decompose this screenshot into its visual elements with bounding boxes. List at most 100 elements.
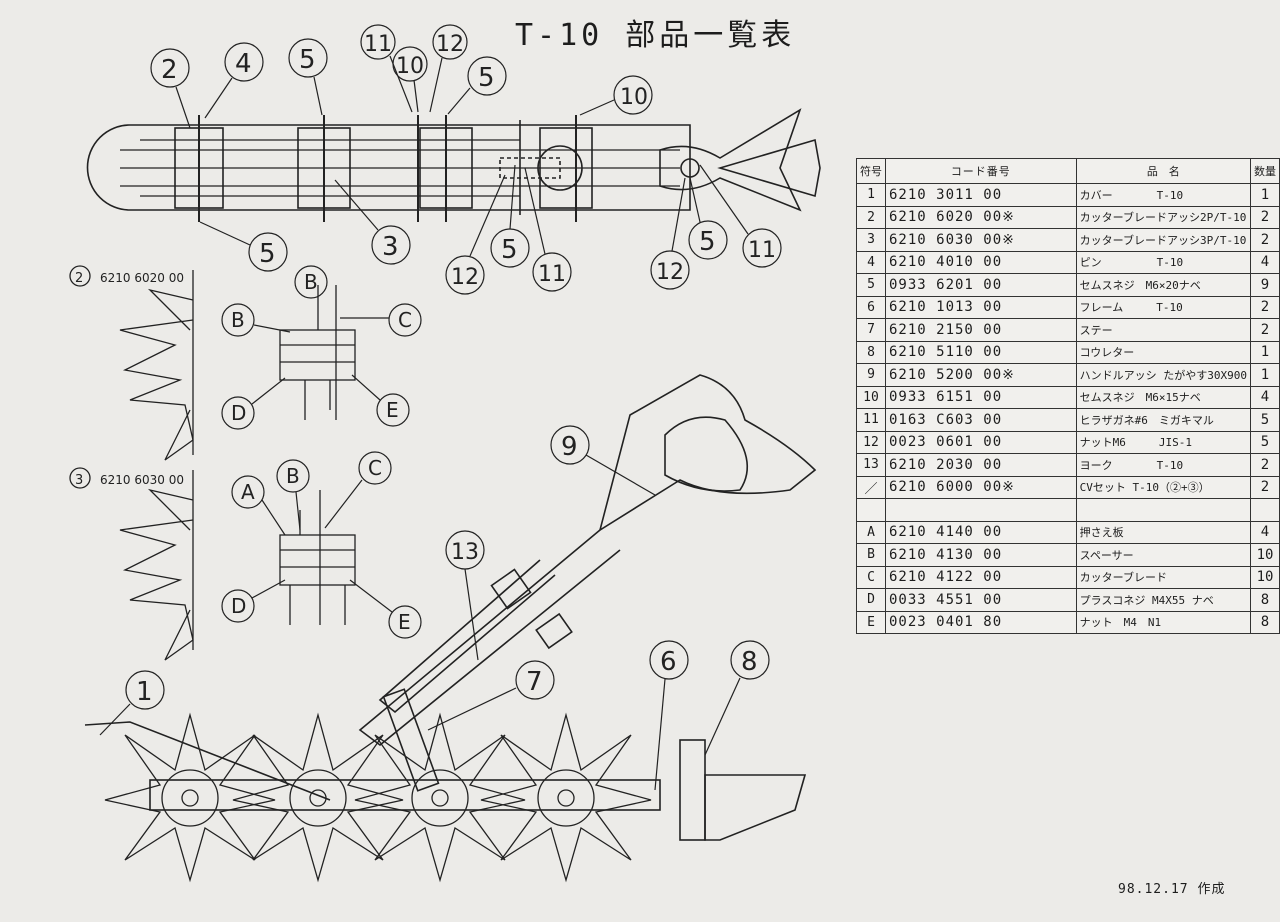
cell-name: CVセット T-10（②+③） bbox=[1075, 475, 1252, 499]
cell-mark: B bbox=[856, 543, 886, 567]
callout-1: 1 bbox=[136, 677, 153, 707]
cell-code: 6210 4130 00 bbox=[885, 543, 1077, 567]
svg-text:A: A bbox=[241, 480, 255, 504]
cell-code: 0033 4551 00 bbox=[885, 588, 1077, 612]
cell-code: 6210 2150 00 bbox=[885, 318, 1077, 342]
cell-qty: 2 bbox=[1250, 318, 1280, 342]
svg-text:B: B bbox=[231, 308, 245, 332]
callout-5c: 5 bbox=[259, 239, 276, 269]
callout-4: 4 bbox=[235, 49, 252, 79]
table-row-blank bbox=[856, 498, 1280, 522]
side-view-wheels bbox=[104, 712, 652, 883]
detail-assembly-2: 2 6210 6020 00 bbox=[69, 265, 356, 461]
cell-code: 6210 3011 00 bbox=[885, 183, 1077, 207]
cell-code: 6210 6000 00※ bbox=[885, 475, 1077, 499]
star-wheel-4 bbox=[480, 712, 652, 883]
cell-qty: 2 bbox=[1250, 228, 1280, 252]
cell-name: カバー T-10 bbox=[1075, 183, 1252, 207]
cell-name: スペーサー bbox=[1075, 543, 1252, 567]
callout-10a: 10 bbox=[396, 54, 424, 79]
cell-mark: 8 bbox=[856, 340, 886, 364]
svg-text:B: B bbox=[286, 464, 300, 488]
header-code: コード番号 bbox=[885, 158, 1077, 184]
callout-10b: 10 bbox=[620, 85, 648, 110]
callout-2: 2 bbox=[161, 55, 178, 85]
cell-name: カッターブレード bbox=[1075, 565, 1252, 589]
cell-mark: 5 bbox=[856, 273, 886, 297]
cell-name: フレーム T-10 bbox=[1075, 295, 1252, 319]
cell-mark: 6 bbox=[856, 295, 886, 319]
cell-qty: 4 bbox=[1250, 385, 1280, 409]
svg-text:D: D bbox=[231, 594, 246, 618]
cell-mark: 4 bbox=[856, 250, 886, 274]
cell-code: 6210 5110 00 bbox=[885, 340, 1077, 364]
callout-12b: 12 bbox=[451, 265, 479, 290]
cell-name: セムスネジ M6×20ナベ bbox=[1075, 273, 1252, 297]
cell-name: ヨーク T-10 bbox=[1075, 453, 1252, 477]
cell-qty: 10 bbox=[1250, 565, 1280, 589]
star-wheel-1 bbox=[104, 712, 276, 883]
svg-text:E: E bbox=[398, 610, 411, 634]
cell-qty: 4 bbox=[1250, 520, 1280, 544]
callout-8: 8 bbox=[741, 647, 758, 677]
cell-code: 6210 4010 00 bbox=[885, 250, 1077, 274]
callout-11a: 11 bbox=[364, 32, 392, 57]
cell-qty: 1 bbox=[1250, 183, 1280, 207]
cell-code: 6210 4140 00 bbox=[885, 520, 1077, 544]
cell-mark: ／ bbox=[856, 475, 886, 499]
cell-mark: E bbox=[856, 610, 886, 634]
cell-mark: 11 bbox=[856, 408, 886, 432]
cell-mark: C bbox=[856, 565, 886, 589]
cell-name: カッターブレードアッシ2P/T-10 bbox=[1075, 205, 1252, 229]
cell-name: ステー bbox=[1075, 318, 1252, 342]
cell-code: 6210 4122 00 bbox=[885, 565, 1077, 589]
cell-qty: 2 bbox=[1250, 295, 1280, 319]
callout-12a: 12 bbox=[436, 32, 464, 57]
cell-mark: 1 bbox=[856, 183, 886, 207]
svg-text:B: B bbox=[304, 270, 318, 294]
cell-qty: 8 bbox=[1250, 588, 1280, 612]
callout-7: 7 bbox=[526, 667, 543, 697]
svg-text:E: E bbox=[386, 398, 399, 422]
cell-code: 6210 1013 00 bbox=[885, 295, 1077, 319]
side-view-assembly bbox=[84, 374, 817, 841]
svg-text:C: C bbox=[368, 456, 382, 480]
cell-code: 0933 6201 00 bbox=[885, 273, 1077, 297]
cell-name: プラスコネジ M4X55 ナベ bbox=[1075, 588, 1252, 612]
cell-code: 6210 6020 00※ bbox=[885, 205, 1077, 229]
callout-11c: 11 bbox=[748, 238, 776, 263]
detail-2-code: 6210 6020 00 bbox=[100, 271, 184, 285]
header-name: 品 名 bbox=[1075, 158, 1252, 184]
cell-name: セムスネジ M6×15ナベ bbox=[1075, 385, 1252, 409]
cell-qty: 1 bbox=[1250, 340, 1280, 364]
callout-5b: 5 bbox=[478, 63, 495, 93]
callout-6: 6 bbox=[660, 647, 677, 677]
cell-code: 6210 6030 00※ bbox=[885, 228, 1077, 252]
cell-name: ピン T-10 bbox=[1075, 250, 1252, 274]
cell-code: 0023 0401 80 bbox=[885, 610, 1077, 634]
cell-mark: D bbox=[856, 588, 886, 612]
cell-name: コウレター bbox=[1075, 340, 1252, 364]
cell-mark: 10 bbox=[856, 385, 886, 409]
cell-qty: 2 bbox=[1250, 205, 1280, 229]
callout-5a: 5 bbox=[299, 45, 316, 75]
cell-name: カッターブレードアッシ3P/T-10 bbox=[1075, 228, 1252, 252]
cell-qty: 1 bbox=[1250, 363, 1280, 387]
cell-code: 0163 C603 00 bbox=[885, 408, 1077, 432]
page-title: T-10 部品一覧表 bbox=[515, 18, 796, 53]
star-wheel-3 bbox=[354, 712, 526, 883]
